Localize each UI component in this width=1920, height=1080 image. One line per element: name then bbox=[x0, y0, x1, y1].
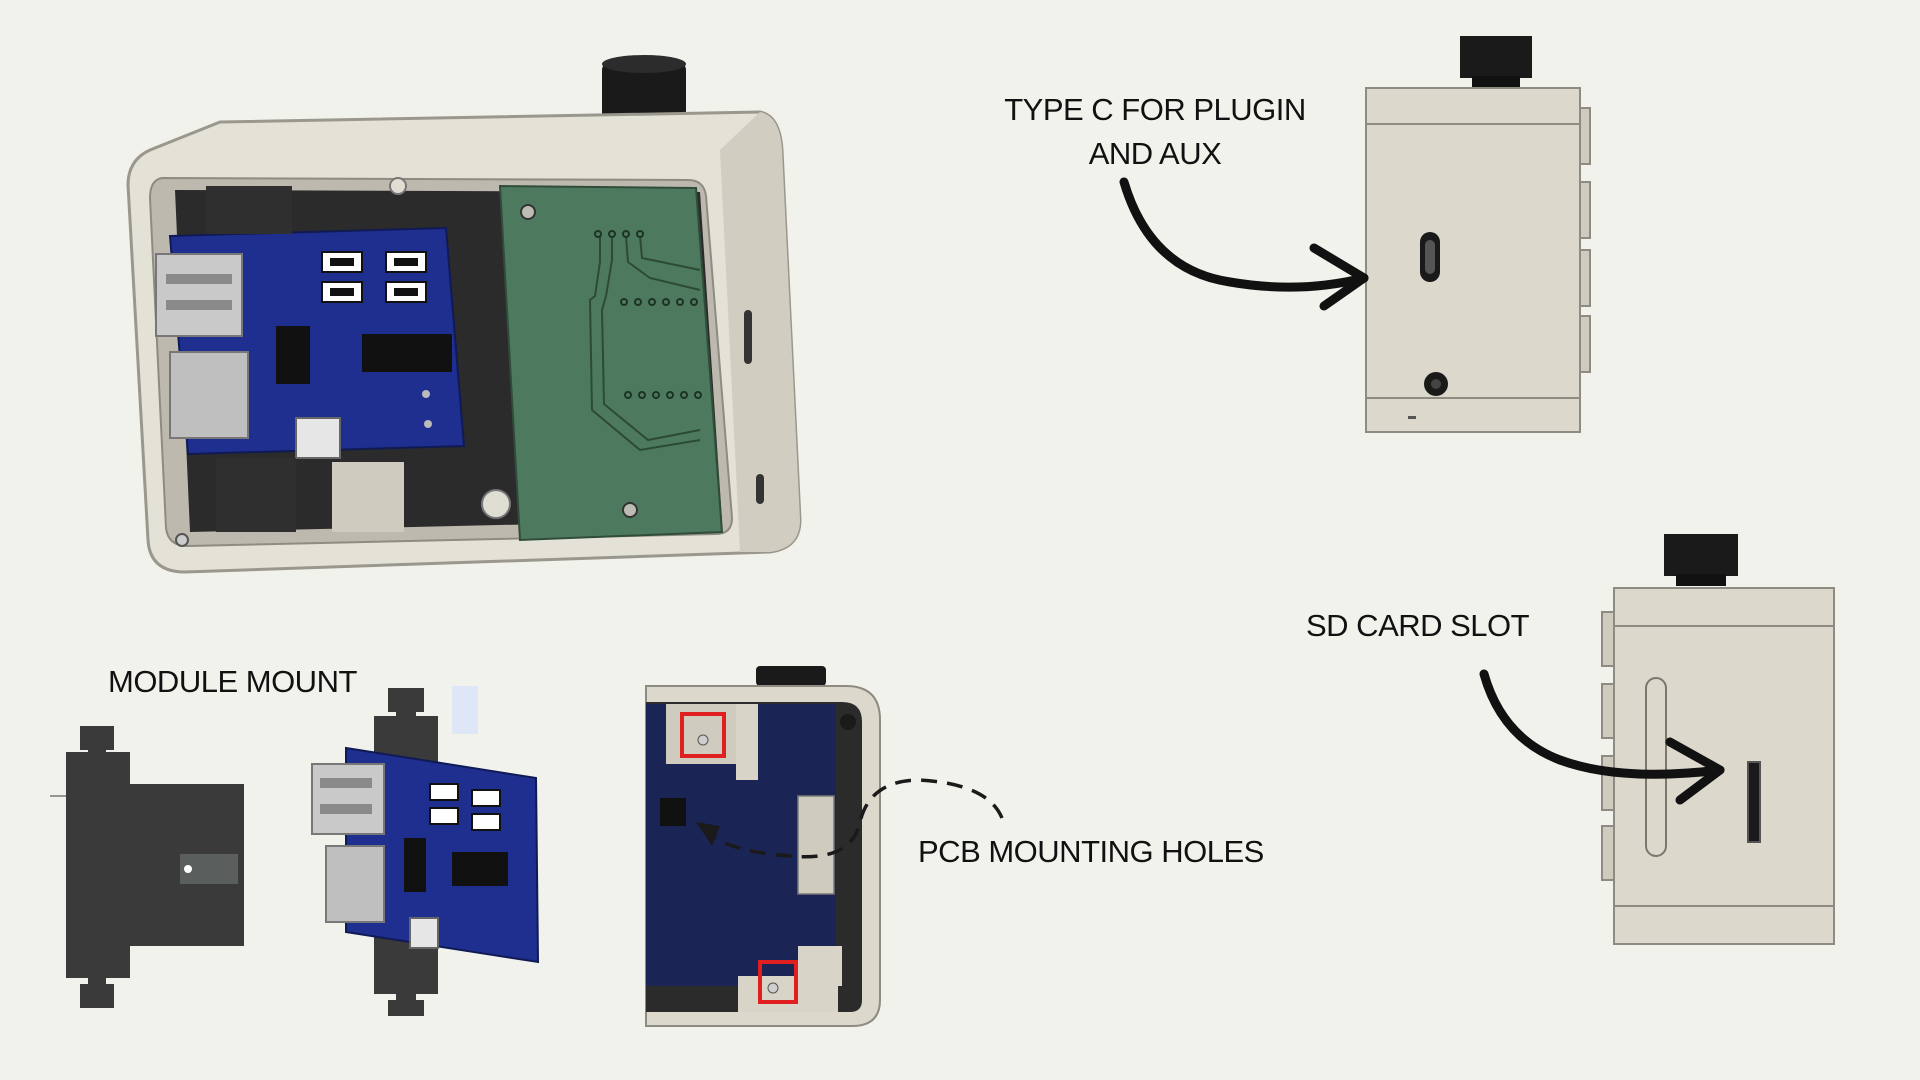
main-enclosure-view bbox=[126, 55, 802, 574]
green-pcb bbox=[498, 184, 724, 542]
blue-pcb bbox=[155, 226, 466, 459]
arrow-sd-icon bbox=[1479, 669, 1725, 805]
mounting-hole-highlight-top bbox=[680, 712, 726, 758]
knob-icon bbox=[1460, 36, 1532, 88]
type-c-label-line1: TYPE C FOR PLUGIN bbox=[1004, 92, 1306, 127]
module-mount-label: MODULE MOUNT bbox=[108, 664, 357, 699]
pcb-holes-view bbox=[645, 666, 1004, 1027]
knob-icon bbox=[1664, 534, 1738, 586]
pcb-holes-label: PCB MOUNTING HOLES bbox=[918, 834, 1264, 869]
mounting-hole-highlight-bottom bbox=[758, 960, 798, 1004]
type-c-label-line2: AND AUX bbox=[1088, 136, 1222, 171]
knob-icon bbox=[602, 55, 686, 134]
type-c-label: TYPE C FOR PLUGIN AND AUX bbox=[980, 88, 1330, 176]
sd-card-label: SD CARD SLOT bbox=[1306, 608, 1530, 643]
sd-card-slot-icon bbox=[1747, 761, 1761, 843]
side-view-typec bbox=[1365, 36, 1591, 433]
arrow-typec-icon bbox=[1119, 177, 1369, 311]
side-view-sd bbox=[1601, 534, 1835, 945]
module-mount-view bbox=[50, 686, 540, 1016]
